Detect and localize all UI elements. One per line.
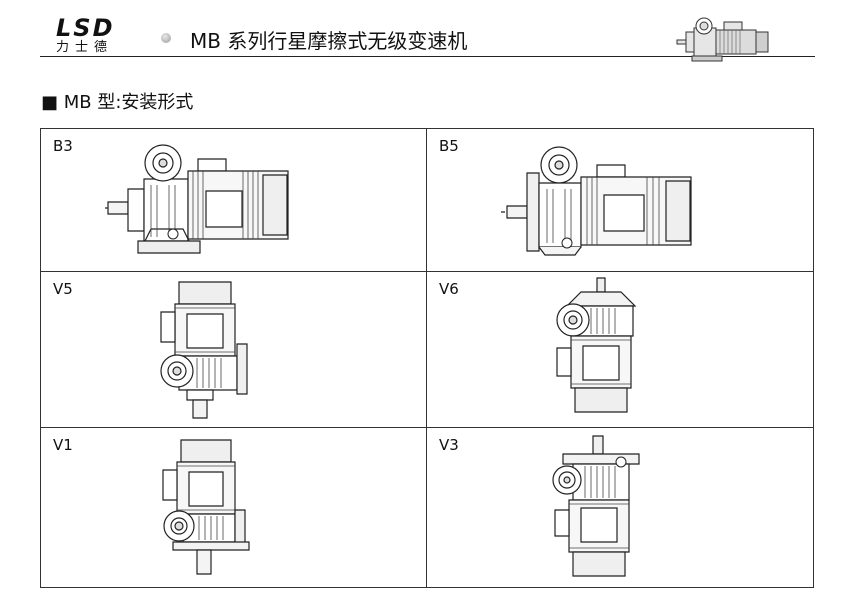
page-title: MB 系列行星摩擦式无级变速机 xyxy=(190,29,468,53)
vertical-up-shaft-motor-icon xyxy=(545,434,655,582)
header-motor-icon xyxy=(674,14,774,62)
mount-label: V5 xyxy=(53,280,73,298)
vertical-down-flange-motor-icon xyxy=(157,436,257,580)
mount-label: V1 xyxy=(53,436,73,454)
grid-divider-row1 xyxy=(41,271,813,272)
vertical-down-flange-motor-icon xyxy=(157,278,257,422)
mount-cell-b5: B5 xyxy=(427,129,813,271)
logo-mark: LSD xyxy=(56,14,115,42)
grid-divider-row2 xyxy=(41,427,813,428)
logo: LSD 力士德 xyxy=(56,16,126,55)
horizontal-foot-mount-motor-icon xyxy=(103,141,293,259)
bullet-dot-icon xyxy=(161,33,171,43)
header-divider xyxy=(40,56,815,57)
mount-cell-v5: V5 xyxy=(41,272,426,427)
mount-label: V3 xyxy=(439,436,459,454)
grid-divider-vertical xyxy=(426,129,427,587)
logo-subtitle: 力士德 xyxy=(56,40,114,55)
horizontal-flange-mount-motor-icon xyxy=(501,143,713,261)
mount-cell-v1: V1 xyxy=(41,428,426,587)
vertical-up-flange-motor-icon xyxy=(551,276,651,422)
page-header: LSD 力士德 MB 系列行星摩擦式无级变速机 xyxy=(0,0,852,70)
mount-cell-b3: B3 xyxy=(41,129,426,271)
mount-cell-v6: V6 xyxy=(427,272,813,427)
mount-label: B3 xyxy=(53,137,73,155)
mount-label: B5 xyxy=(439,137,459,155)
section-title: ■ MB 型:安装形式 xyxy=(41,92,194,113)
mount-label: V6 xyxy=(439,280,459,298)
mounting-table: B3 xyxy=(40,128,814,588)
mount-cell-v3: V3 xyxy=(427,428,813,587)
